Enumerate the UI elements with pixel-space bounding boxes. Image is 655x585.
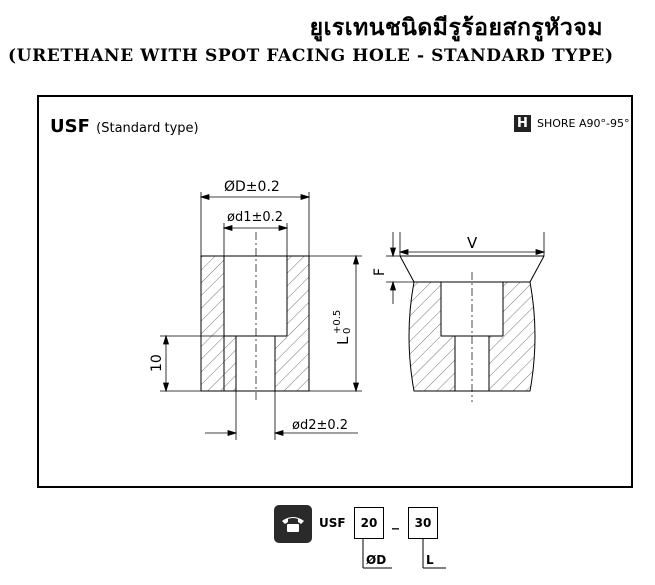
hardness-badge: H SHORE A90°-95° xyxy=(514,115,630,132)
dim-d2: ød2±0.2 xyxy=(292,418,348,433)
dimensions-section xyxy=(160,192,362,440)
wall-right-bottom xyxy=(275,336,287,391)
order-value-D: 20 xyxy=(354,507,384,539)
order-leaders xyxy=(362,539,446,569)
title-thai: ยูเรเทนชนิดมีรูร้อยสกรูหัวจม xyxy=(309,15,603,41)
dim-L-upper: +0.5 xyxy=(332,310,343,334)
dim-L-lower: 0 xyxy=(342,328,353,334)
dim-d1: ød1±0.2 xyxy=(227,210,283,225)
section-outline xyxy=(200,255,310,392)
title-english: (URETHANE WITH SPOT FACING HOLE - STANDA… xyxy=(8,46,614,66)
hardness-icon: H xyxy=(514,115,531,132)
wall-left-bottom xyxy=(224,336,236,391)
dim-10: 10 xyxy=(149,354,165,372)
side-view xyxy=(399,255,545,402)
model-heading: USF (Standard type) xyxy=(50,116,199,137)
dim-L-label: L xyxy=(334,336,352,345)
drawing-frame xyxy=(37,95,633,488)
model-code: USF xyxy=(50,116,90,137)
order-value-L: 30 xyxy=(408,507,438,539)
order-separator: _ xyxy=(392,514,399,530)
dim-F: F xyxy=(372,268,388,276)
order-label-D: ØD xyxy=(366,553,387,567)
hardness-text: SHORE A90°-95° xyxy=(537,117,630,130)
model-subtitle: (Standard type) xyxy=(96,121,199,136)
dim-L: L +0.5 0 xyxy=(332,310,353,345)
telephone-icon xyxy=(274,505,312,543)
ordering-example: USF 20 _ 30 ØD L xyxy=(274,502,474,582)
dimensions-side xyxy=(386,232,546,304)
section-view xyxy=(200,232,310,402)
order-code: USF xyxy=(319,516,346,530)
dim-D: ØD±0.2 xyxy=(224,179,280,195)
order-label-L: L xyxy=(426,553,434,567)
dim-V: V xyxy=(467,234,478,252)
wall-left-top xyxy=(200,255,225,392)
wall-right-top xyxy=(287,256,309,391)
